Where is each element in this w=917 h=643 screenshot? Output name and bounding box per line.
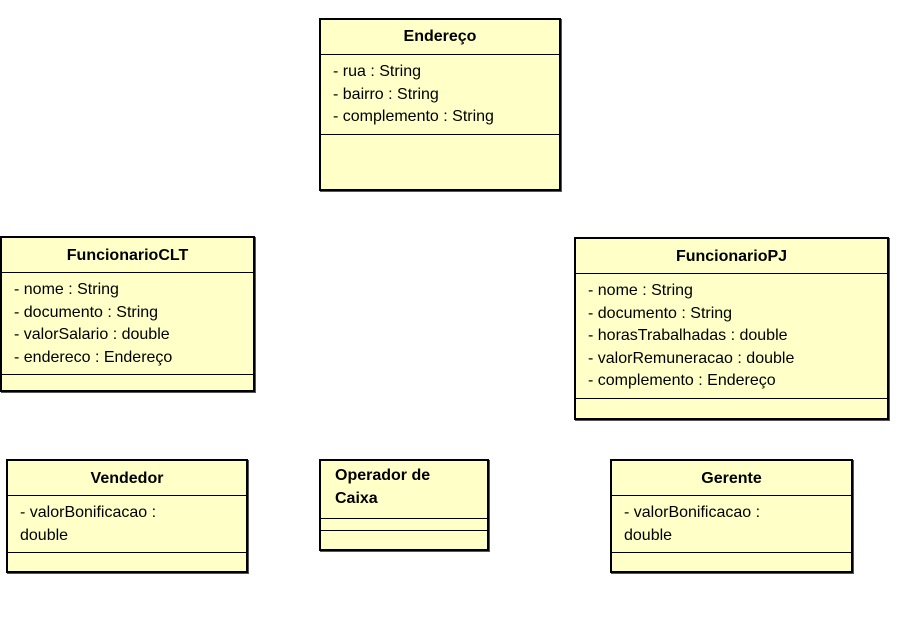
attribute-valor-bonificacao: - valorBonificacao : double [624, 504, 761, 544]
class-endereco[interactable]: Endereço - rua : String - bairro : Strin… [319, 18, 561, 191]
class-name-gerente: Gerente [612, 461, 851, 496]
attribute-valor-salario: - valorSalario : double [14, 326, 170, 343]
class-gerente[interactable]: Gerente - valorBonificacao : double [610, 459, 853, 573]
class-name-endereco: Endereço [321, 20, 559, 55]
attributes-operador-caixa [321, 519, 487, 531]
attribute-documento: - documento : String [588, 304, 733, 322]
attribute-bairro: - bairro : String [333, 85, 439, 103]
attributes-gerente: - valorBonificacao : double [612, 496, 851, 553]
attribute-valor-remuneracao: - valorRemuneracao : double [588, 349, 795, 367]
attribute-endereco: - endereco : Endereço [14, 348, 173, 366]
attribute-complemento: - complemento : Endereço [588, 372, 776, 389]
attribute-complemento: - complemento : String [333, 108, 494, 125]
attribute-documento: - documento : String [14, 303, 159, 321]
attribute-horas-trabalhadas: - horasTrabalhadas : double [588, 327, 788, 344]
attribute-rua: - rua : String [333, 63, 422, 80]
class-name-funcionario-clt: FuncionarioCLT [2, 238, 253, 273]
class-name-operador-caixa: Operador de Caixa [321, 461, 487, 519]
class-funcionario-pj[interactable]: FuncionarioPJ - nome : String - document… [574, 237, 889, 420]
attribute-valor-bonificacao: - valorBonificacao : double [20, 504, 157, 544]
attributes-funcionario-pj: - nome : String - documento : String - h… [576, 274, 887, 399]
class-name-vendedor: Vendedor [8, 461, 246, 496]
class-name-funcionario-pj: FuncionarioPJ [576, 239, 887, 274]
attributes-funcionario-clt: - nome : String - documento : String - v… [2, 273, 253, 375]
class-vendedor[interactable]: Vendedor - valorBonificacao : double [6, 459, 248, 573]
attribute-nome: - nome : String [14, 281, 119, 298]
class-funcionario-clt[interactable]: FuncionarioCLT - nome : String - documen… [0, 236, 255, 392]
attribute-nome: - nome : String [588, 282, 693, 299]
class-operador-caixa[interactable]: Operador de Caixa [319, 459, 489, 551]
attributes-endereco: - rua : String - bairro : String - compl… [321, 55, 559, 135]
attributes-vendedor: - valorBonificacao : double [8, 496, 246, 553]
